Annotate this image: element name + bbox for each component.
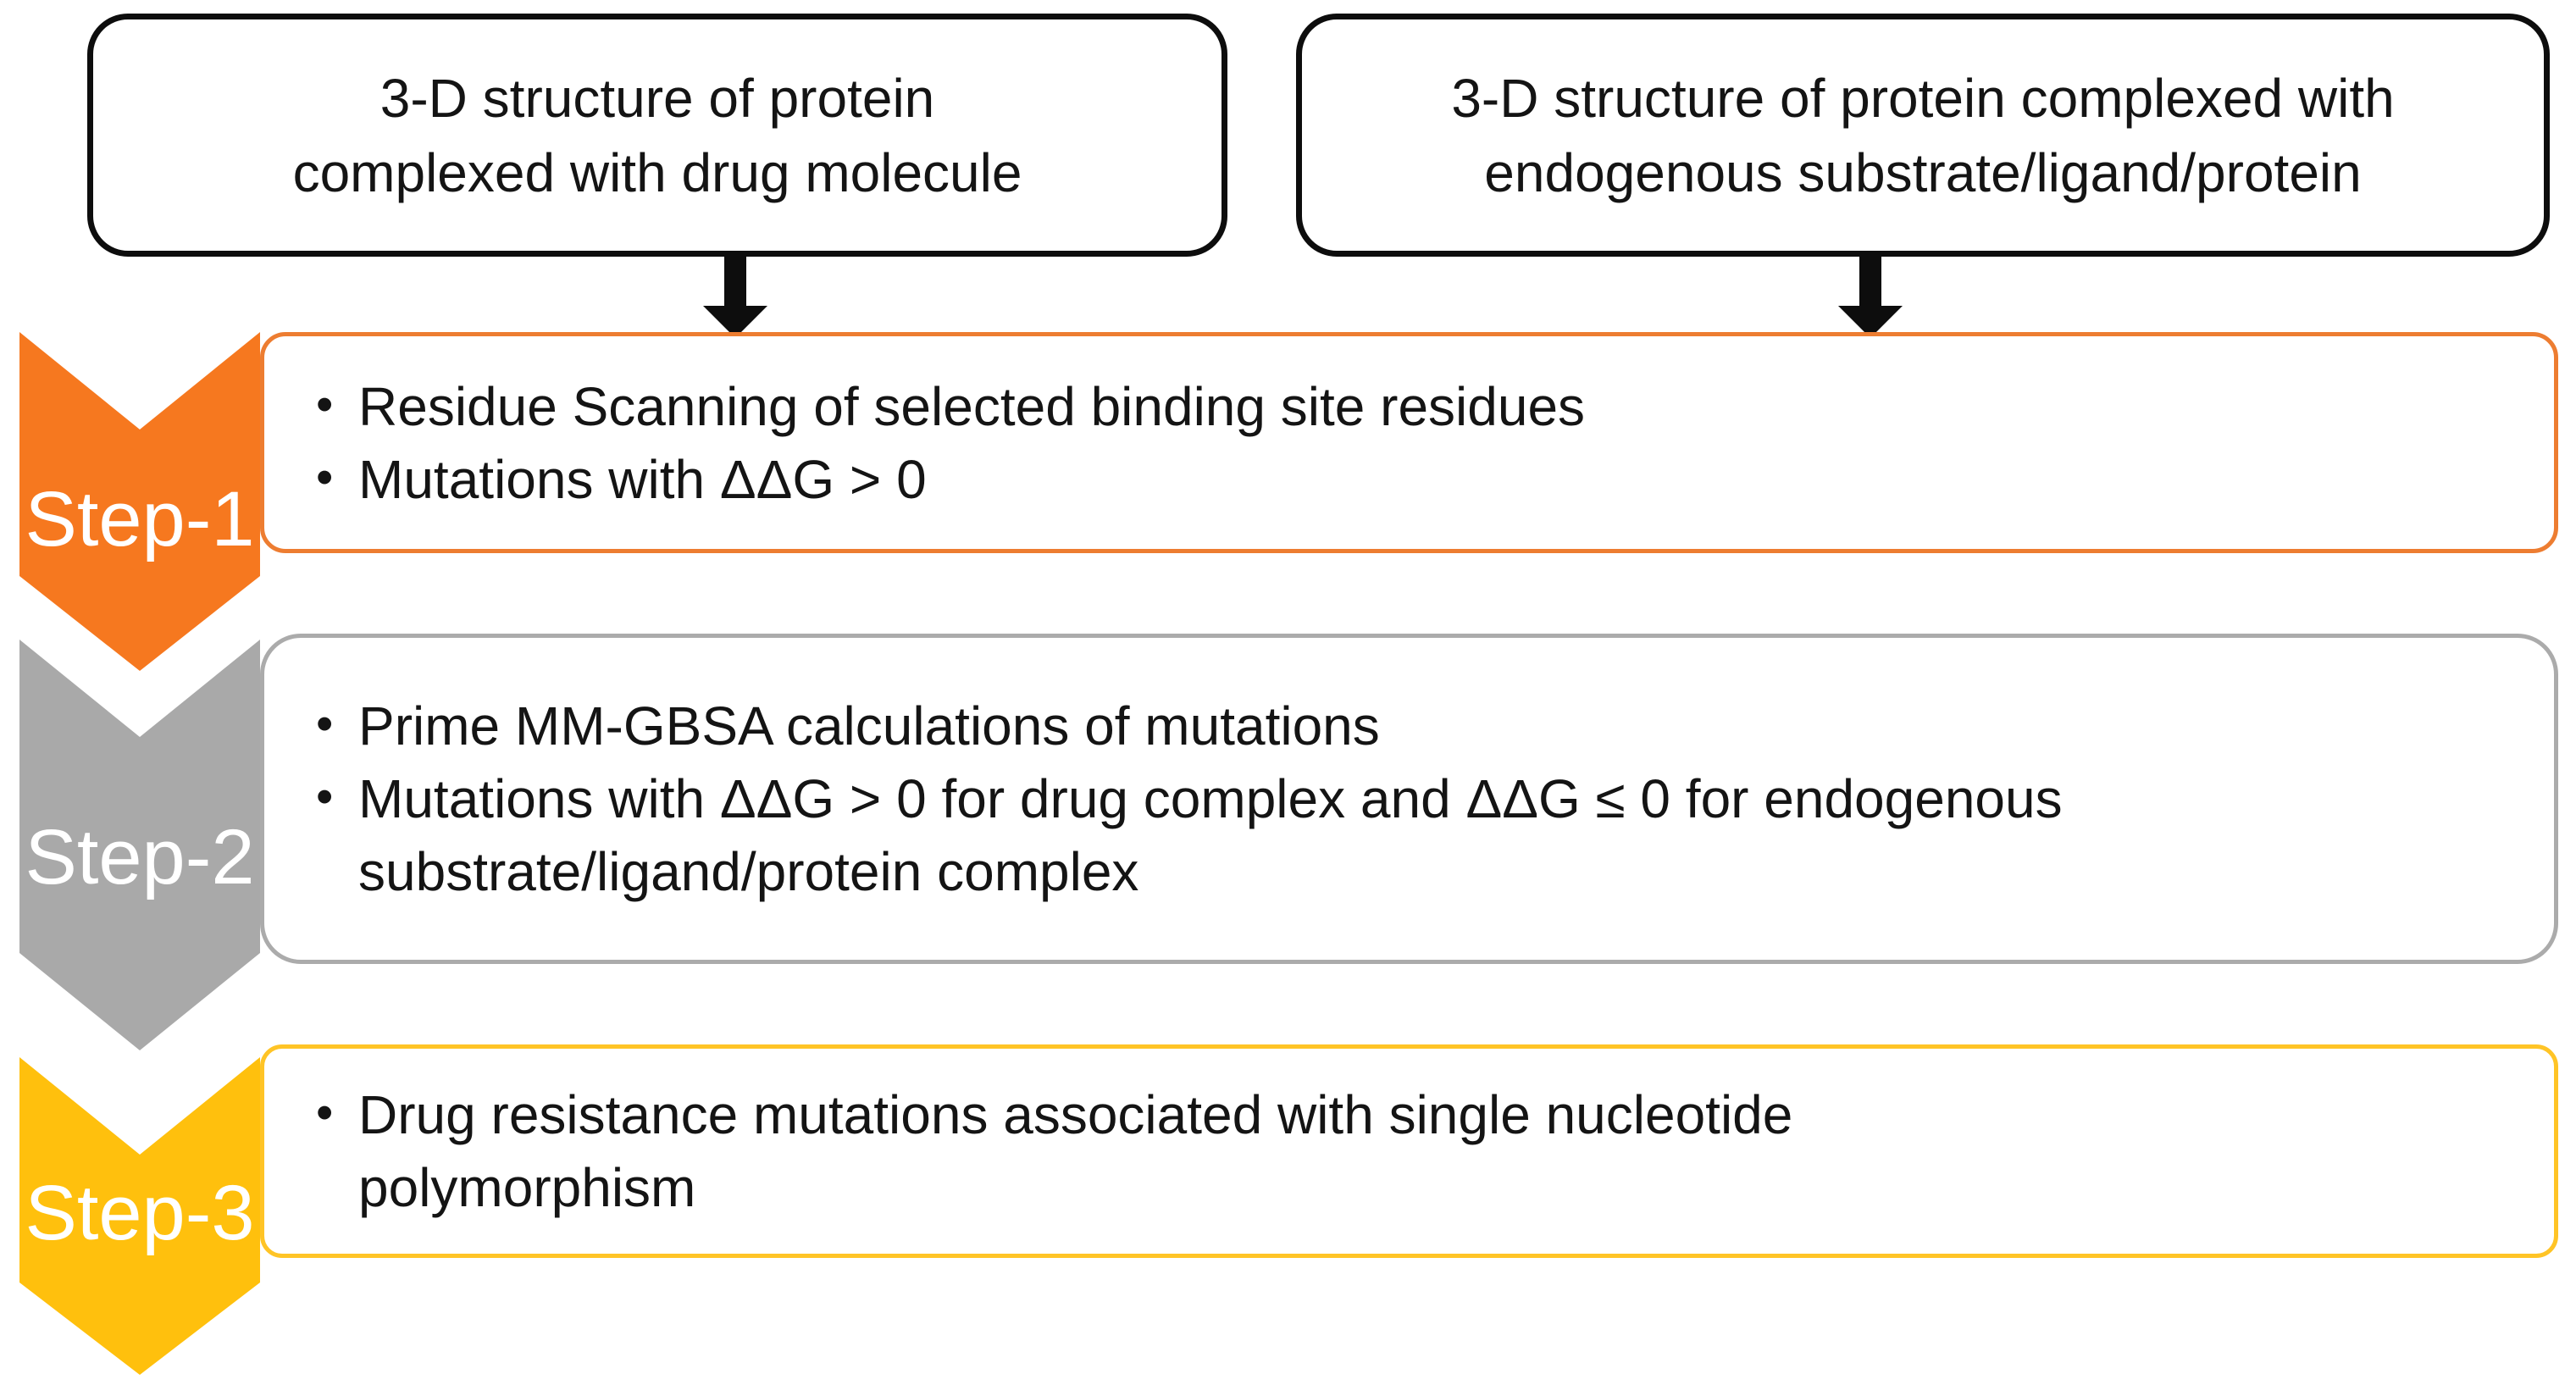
step-2-bullet-1: Prime MM-GBSA calculations of mutations	[311, 688, 2180, 762]
step-3-chevron-shape	[19, 1057, 260, 1375]
step-1-bullet-2: Mutations with ΔΔG > 0	[311, 441, 2520, 516]
step-3-bullet-list: Drug resistance mutations associated wit…	[311, 1077, 2520, 1224]
source-box-endogenous-complex-text: 3-D structure of protein complexed with …	[1451, 67, 2395, 203]
source-box-endogenous-complex: 3-D structure of protein complexed with …	[1296, 14, 2550, 257]
step-2-chevron-shape	[19, 640, 260, 1050]
step-1-bullet-1: Residue Scanning of selected binding sit…	[311, 368, 2520, 443]
step-1-chevron-shape	[19, 332, 260, 671]
step-3-bullet-1: Drug resistance mutations associated wit…	[311, 1077, 1849, 1224]
down-arrow-shape	[703, 257, 767, 338]
step-2-chevron: Step-2	[19, 640, 260, 1050]
step-3-box: Drug resistance mutations associated wit…	[260, 1044, 2558, 1258]
step-2-bullet-list: Prime MM-GBSA calculations of mutations …	[311, 688, 2520, 908]
source-box-drug-complex-text: 3-D structure of protein complexed with …	[292, 67, 1022, 203]
step-3-chevron: Step-3	[19, 1057, 260, 1375]
step-1-chevron: Step-1	[19, 332, 260, 671]
step-2-box: Prime MM-GBSA calculations of mutations …	[260, 634, 2558, 964]
step-3-label: Step-3	[25, 1170, 254, 1256]
down-arrow-shape	[1838, 257, 1903, 338]
source-box-drug-complex: 3-D structure of protein complexed with …	[87, 14, 1227, 257]
step-1-box: Residue Scanning of selected binding sit…	[260, 332, 2558, 553]
down-arrow-icon-left	[703, 257, 767, 338]
step-2-bullet-2: Mutations with ΔΔG > 0 for drug complex …	[311, 761, 2180, 908]
step-1-bullet-list: Residue Scanning of selected binding sit…	[311, 368, 2520, 516]
step-2-label: Step-2	[25, 814, 254, 900]
down-arrow-icon-right	[1838, 257, 1903, 338]
step-1-label: Step-1	[25, 476, 254, 562]
